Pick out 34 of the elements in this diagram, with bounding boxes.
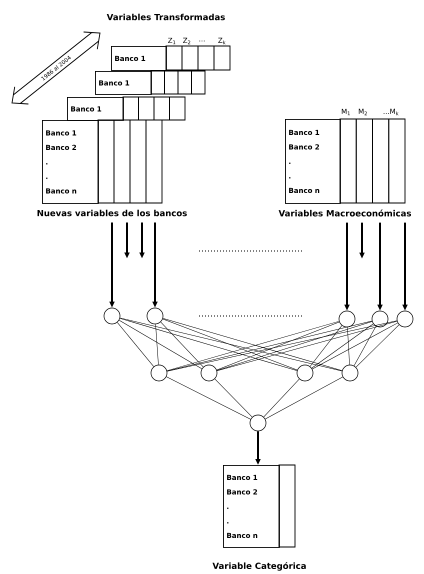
neuron-circle: [146, 308, 164, 324]
neuron-circle: [296, 364, 314, 382]
connection-line: [356, 324, 400, 368]
neuron-circle: [250, 414, 266, 432]
connection-line: [118, 320, 202, 370]
heading: Variables Transformadas: [106, 14, 225, 20]
connection-line: [354, 326, 376, 366]
neuron-circle: [338, 310, 356, 328]
neuron-circle: [150, 364, 168, 382]
connection-line: [265, 376, 343, 420]
connection-line: [120, 318, 298, 371]
connection-line: [166, 376, 251, 420]
heading: Nuevas variables de los bancos: [38, 210, 187, 216]
node-label: Variable Categórica: [212, 562, 306, 571]
connection-line: [162, 318, 298, 370]
connection-line: [120, 318, 342, 372]
connection-line: [160, 322, 204, 368]
neuron-circle: [200, 364, 218, 382]
heading: Variables Macroeconómicas: [278, 210, 412, 216]
connection-line: [263, 378, 300, 418]
neuron-circle: [396, 310, 414, 328]
connection-line: [312, 322, 398, 370]
connection-line: [155, 324, 159, 365]
neuron-circle: [104, 308, 120, 324]
connection-line: [216, 320, 398, 372]
connection-line: [216, 322, 340, 370]
connection-line: [347, 327, 350, 365]
connection-line: [310, 325, 342, 367]
connection-line: [312, 324, 374, 368]
connection-line: [117, 322, 154, 367]
connection-line: [216, 321, 372, 371]
neuron-circle: [342, 364, 358, 382]
neuron-circle: [372, 310, 388, 328]
connection-line: [214, 378, 252, 418]
